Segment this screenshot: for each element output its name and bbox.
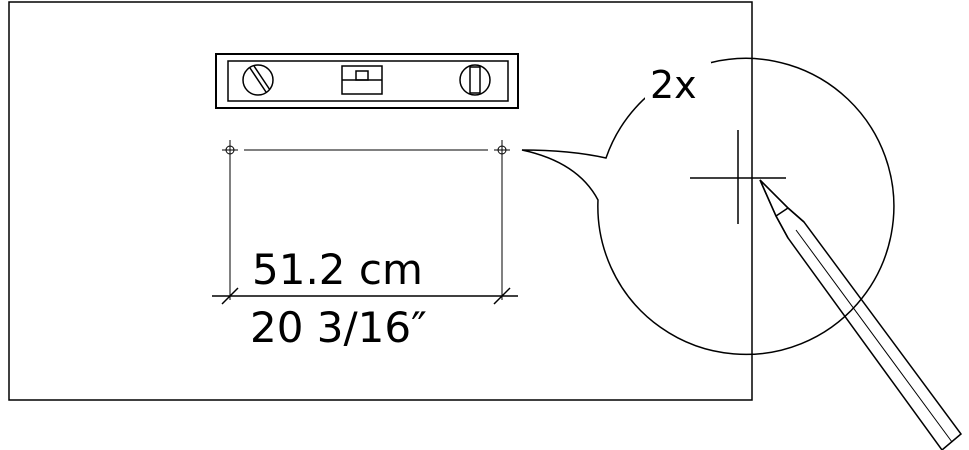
measurement-metric: 51.2 cm	[252, 245, 423, 294]
magnifier-bubble	[521, 57, 895, 356]
left-hole-mark	[222, 140, 238, 300]
right-hole-mark	[494, 140, 510, 300]
measurement-imperial: 20 3/16″	[250, 303, 427, 352]
zoom-label-mask	[645, 62, 711, 106]
crosshair-mark-icon	[690, 130, 786, 224]
zoom-label: 2x	[650, 63, 697, 107]
spirit-level-icon	[215, 53, 519, 109]
wall-panel	[8, 1, 753, 401]
dimension-line	[212, 287, 518, 305]
pencil-icon	[759, 179, 963, 450]
